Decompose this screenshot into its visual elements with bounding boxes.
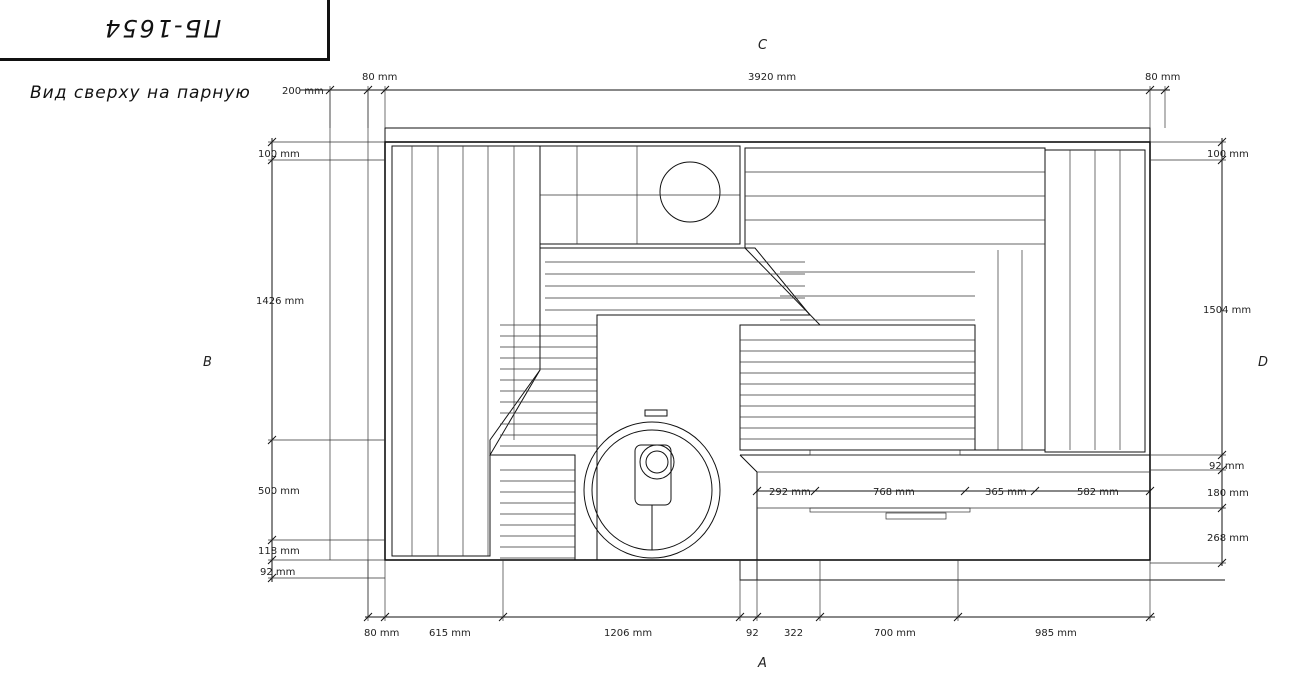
dim-left-4: 92 mm: [260, 567, 295, 578]
dim-right-0: 100 mm: [1207, 149, 1249, 160]
room-outline: [384, 141, 1151, 561]
dim-left-2: 500 mm: [258, 486, 300, 497]
side-label-right: D: [1258, 355, 1268, 370]
vent-circle: [659, 161, 721, 223]
dim-right-3: 180 mm: [1207, 488, 1249, 499]
chimney-inner: [645, 450, 669, 474]
dim-left-0: 100 mm: [258, 149, 300, 160]
door-jamb: [739, 454, 758, 580]
door-frame: [809, 507, 971, 513]
dimension-tick: [1145, 486, 1155, 496]
dim-bottom-1: 615 mm: [429, 628, 471, 639]
dimension-lines: [267, 85, 1227, 622]
stove-guard: [583, 421, 721, 559]
dim-left-1: 1426 mm: [256, 296, 304, 307]
stove-top: [644, 409, 668, 417]
dim-bottom-0: 80 mm: [364, 628, 399, 639]
stove-tank: [634, 444, 672, 506]
right-lower-bench: [739, 324, 976, 451]
dimension-tick: [810, 486, 820, 496]
dim-right-4: 268 mm: [1207, 533, 1249, 544]
dim-left-3: 118 mm: [258, 546, 300, 557]
dim-mid-1: 768 mm: [873, 487, 915, 498]
door-handle: [885, 512, 947, 520]
bench-planks: [411, 146, 1121, 559]
right-upper-bench: [744, 147, 1046, 451]
side-label-top: C: [758, 38, 768, 53]
dimension-tick: [752, 486, 762, 496]
chimney-icon: [639, 444, 675, 480]
left-bench: [391, 145, 541, 557]
dim-top-2: 3920 mm: [748, 72, 796, 83]
side-label-bottom: A: [757, 656, 767, 671]
dim-right-2: 92 mm: [1209, 461, 1244, 472]
dim-bottom-5: 700 mm: [874, 628, 916, 639]
dim-bottom-2: 1206 mm: [604, 628, 652, 639]
center-bench: [489, 247, 812, 561]
dim-bottom-3: 92: [746, 628, 759, 639]
dim-bottom-4: 322: [784, 628, 803, 639]
dim-mid-0: 292 mm: [769, 487, 811, 498]
window-sill: [809, 449, 961, 456]
dim-top-0: 200 mm: [282, 86, 324, 97]
dim-top-1: 80 mm: [362, 72, 397, 83]
dim-bottom-6: 985 mm: [1035, 628, 1077, 639]
side-label-left: B: [203, 355, 212, 370]
view-caption: Вид сверху на парную: [30, 83, 251, 103]
dim-right-1: 1504 mm: [1203, 305, 1251, 316]
dimension-tick: [960, 486, 970, 496]
dimension-tick: [1030, 486, 1040, 496]
title-block: ПБ-1654: [0, 0, 330, 61]
dim-mid-2: 365 mm: [985, 487, 1027, 498]
top-wall: [384, 127, 1151, 143]
sauna-plan: [384, 127, 1225, 581]
dim-mid-3: 582 mm: [1077, 487, 1119, 498]
dim-top-3: 80 mm: [1145, 72, 1180, 83]
